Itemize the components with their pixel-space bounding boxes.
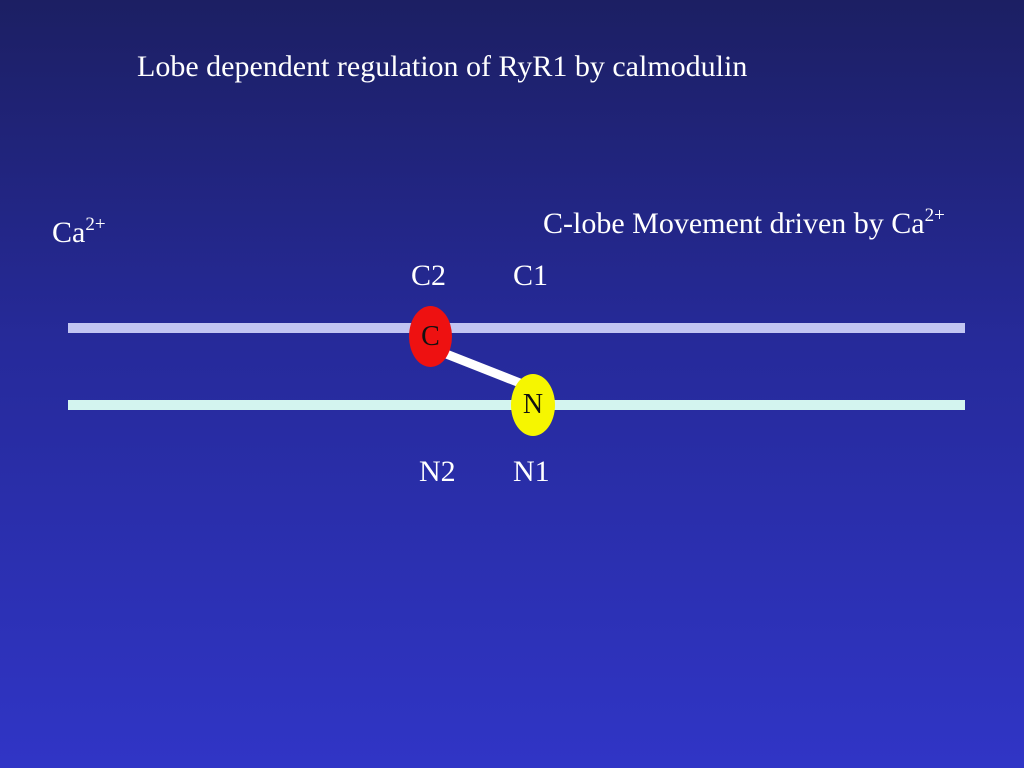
c-lobe-binding-track (68, 323, 965, 333)
calcium-label: Ca2+ (52, 215, 106, 249)
c-lobe-movement-text: C-lobe Movement driven by Ca (543, 207, 925, 240)
calcium-symbol: Ca (52, 216, 86, 249)
site-label-n2: N2 (419, 455, 456, 488)
n-lobe: N (511, 374, 555, 436)
c-lobe-movement-label: C-lobe Movement driven by Ca2+ (543, 206, 945, 240)
site-label-c1: C1 (513, 259, 549, 292)
site-label-n1: N1 (513, 455, 550, 488)
calcium-charge: 2+ (85, 214, 106, 235)
slide-title: Lobe dependent regulation of RyR1 by cal… (137, 50, 748, 83)
c-lobe: C (409, 306, 452, 367)
c-lobe-movement-charge: 2+ (924, 205, 945, 226)
site-label-c2: C2 (411, 259, 447, 292)
